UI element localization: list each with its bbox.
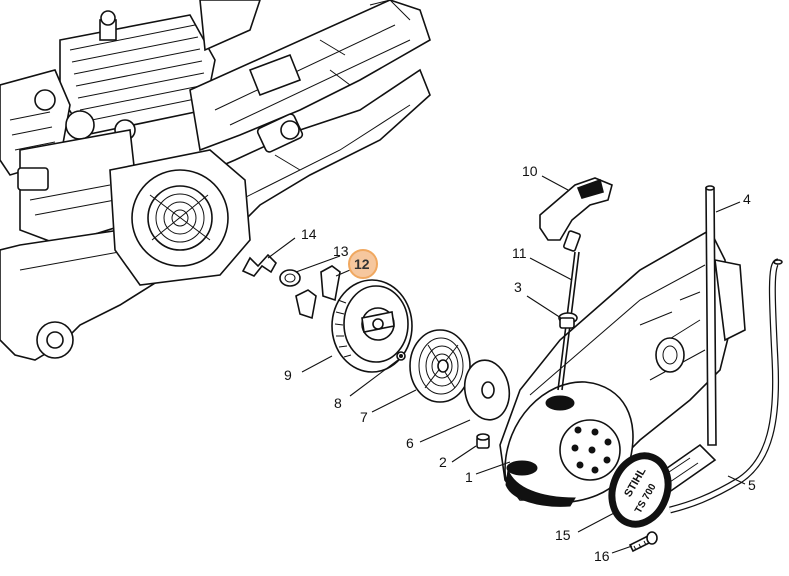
callout-label-7: 7 [360, 409, 368, 425]
part-14-spring-clip [241, 253, 277, 277]
engine-frame-drawing [0, 0, 431, 361]
callout-label-11: 11 [512, 245, 527, 261]
callout-label-1: 1 [465, 469, 473, 485]
part-12-pawls [295, 265, 341, 320]
part-13-washer [279, 269, 301, 287]
callout-label-16: 16 [594, 548, 610, 564]
part-8-screw [396, 351, 406, 361]
callout-label-8: 8 [334, 395, 342, 411]
callout-label-15: 15 [555, 527, 571, 543]
part-6-washer-disc [463, 359, 511, 421]
part-5-hose [669, 258, 783, 514]
leader-lines [267, 175, 746, 554]
callout-label-3: 3 [514, 279, 522, 295]
part-16-screw [628, 531, 658, 553]
callout-label-4: 4 [743, 191, 751, 207]
part-3-rope-guide [558, 312, 578, 329]
part-7-rewind-spring [409, 329, 471, 403]
callout-label-6: 6 [406, 435, 414, 451]
highlight-marker-part-12 [348, 249, 378, 279]
part-4-tube [705, 185, 717, 446]
callout-label-2: 2 [439, 454, 447, 470]
callout-label-13: 13 [333, 243, 349, 259]
callout-label-10: 10 [522, 163, 538, 179]
part-15-brand-badge: STIHL TS 700 [608, 452, 672, 528]
callout-label-5: 5 [748, 477, 756, 493]
part-9-rope-rotor [331, 279, 413, 373]
part-1-fan-housing [499, 228, 746, 507]
part-10-starter-grip [539, 177, 613, 252]
callout-label-12: 12 [354, 256, 370, 272]
callout-label-9: 9 [284, 367, 292, 383]
callout-label-14: 14 [301, 226, 317, 242]
part-2-bushing [476, 433, 490, 449]
